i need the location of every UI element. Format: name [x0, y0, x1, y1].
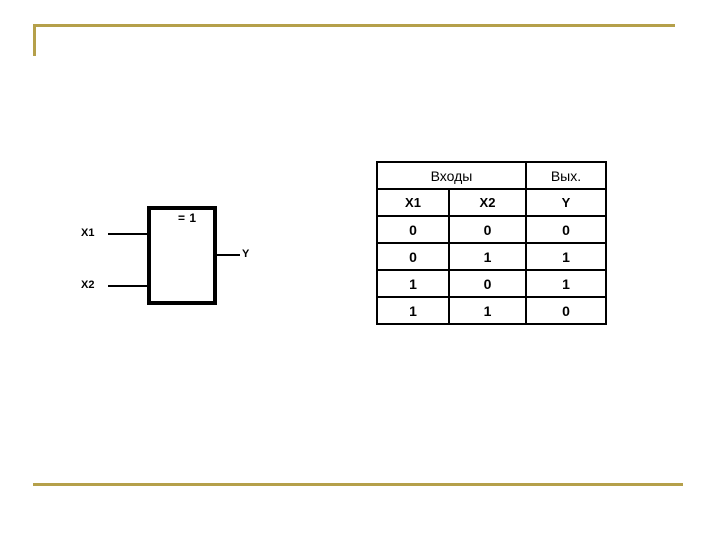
table-cell-y: 0	[525, 215, 607, 244]
table-row-group-header: Входы Вых.	[376, 161, 607, 190]
truth-table: Входы Вых. X1 X2 Y 0 0 0 0 1 1 1 0 1	[376, 161, 607, 325]
table-row-column-header: X1 X2 Y	[376, 188, 607, 217]
table-header-inputs: Входы	[376, 161, 527, 190]
table-cell-y: 1	[525, 269, 607, 298]
table-cell-x1: 1	[376, 296, 450, 325]
gate-symbol-label: = 1	[178, 211, 197, 225]
table-cell-x1: 1	[376, 269, 450, 298]
table-row: 1 1 0	[376, 296, 607, 325]
wire-output-y	[215, 254, 240, 256]
table-cell-x2: 1	[448, 296, 527, 325]
table-cell-x1: 0	[376, 215, 450, 244]
table-row: 1 0 1	[376, 269, 607, 298]
wire-input-x1	[108, 233, 149, 235]
gate-body-rectangle	[147, 206, 217, 305]
decorative-rule-top-vertical	[33, 24, 36, 56]
table-cell-x1: 0	[376, 242, 450, 271]
table-row: 0 1 1	[376, 242, 607, 271]
logic-gate-diagram: = 1 X1 X2 Y	[78, 200, 268, 315]
table-column-header-y: Y	[525, 188, 607, 217]
gate-input-label-x2: X2	[81, 279, 95, 291]
table-cell-y: 1	[525, 242, 607, 271]
table-cell-x2: 1	[448, 242, 527, 271]
decorative-rule-bottom-horizontal	[33, 483, 683, 486]
table-row: 0 0 0	[376, 215, 607, 244]
table-column-header-x1: X1	[376, 188, 450, 217]
table-cell-x2: 0	[448, 269, 527, 298]
wire-input-x2	[108, 285, 149, 287]
table-cell-x2: 0	[448, 215, 527, 244]
decorative-rule-top-horizontal	[33, 24, 675, 27]
table-cell-y: 0	[525, 296, 607, 325]
table-column-header-x2: X2	[448, 188, 527, 217]
table-header-output: Вых.	[525, 161, 607, 190]
gate-output-label-y: Y	[242, 248, 250, 260]
gate-input-label-x1: X1	[81, 227, 95, 239]
